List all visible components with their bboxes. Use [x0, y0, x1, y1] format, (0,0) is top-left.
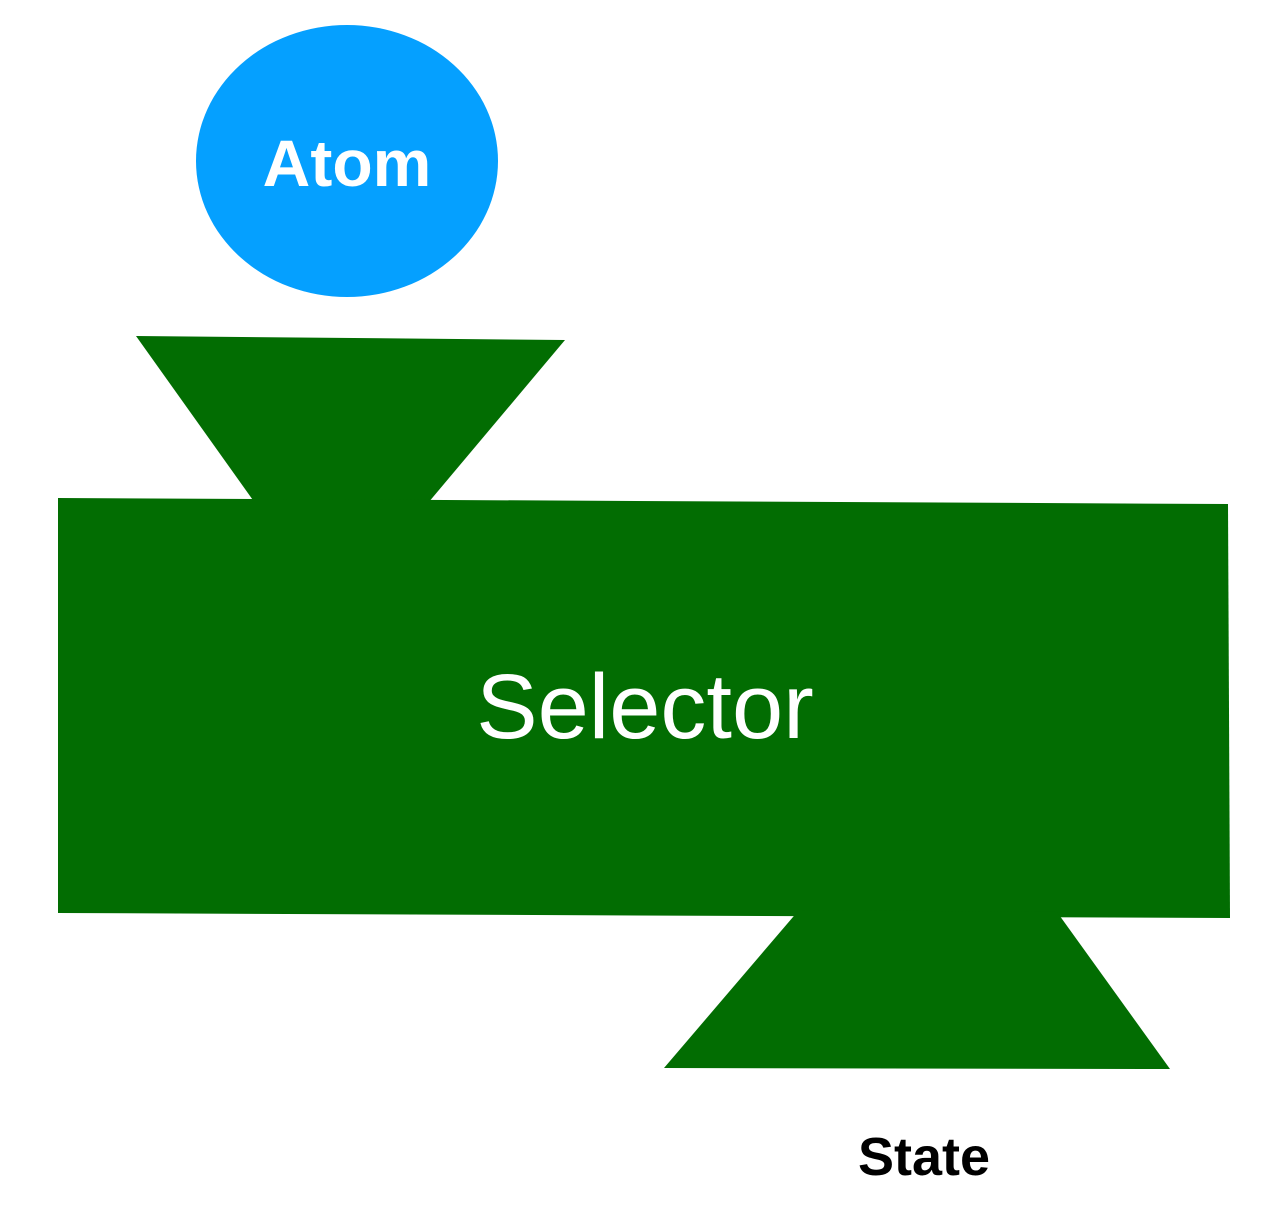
selector-output-funnel — [664, 910, 1170, 1069]
atom-circle — [196, 25, 498, 297]
atom-label: Atom — [263, 126, 432, 200]
selector-body — [58, 498, 1230, 918]
atom-node: Atom — [196, 25, 498, 297]
selector-node: Selector — [58, 336, 1230, 1069]
selector-input-funnel — [136, 336, 565, 503]
selector-label: Selector — [476, 656, 814, 758]
state-label: State — [858, 1127, 990, 1187]
